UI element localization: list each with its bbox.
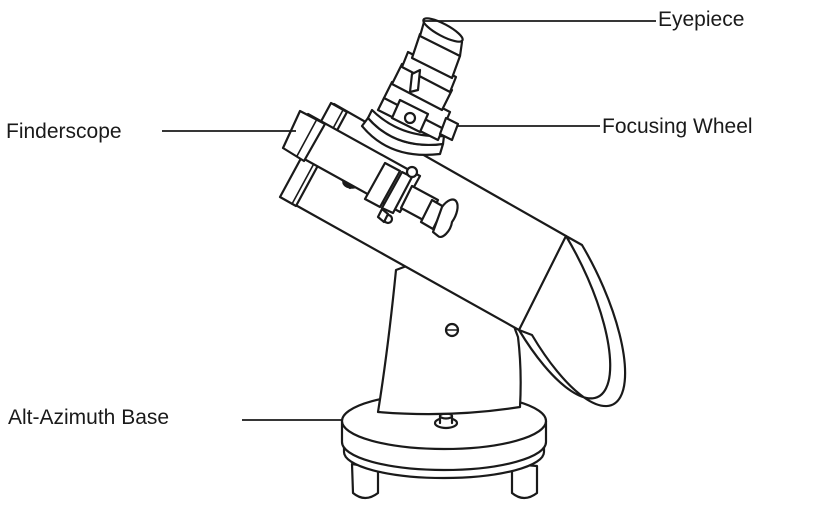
base-label: Alt-Azimuth Base [8, 406, 170, 429]
finderscope [281, 109, 459, 239]
eyepiece-label: Eyepiece [658, 8, 745, 31]
focuser-assembly [360, 17, 464, 156]
finderscope-label: Finderscope [6, 120, 122, 143]
focusing-wheel-label: Focusing Wheel [602, 115, 753, 138]
